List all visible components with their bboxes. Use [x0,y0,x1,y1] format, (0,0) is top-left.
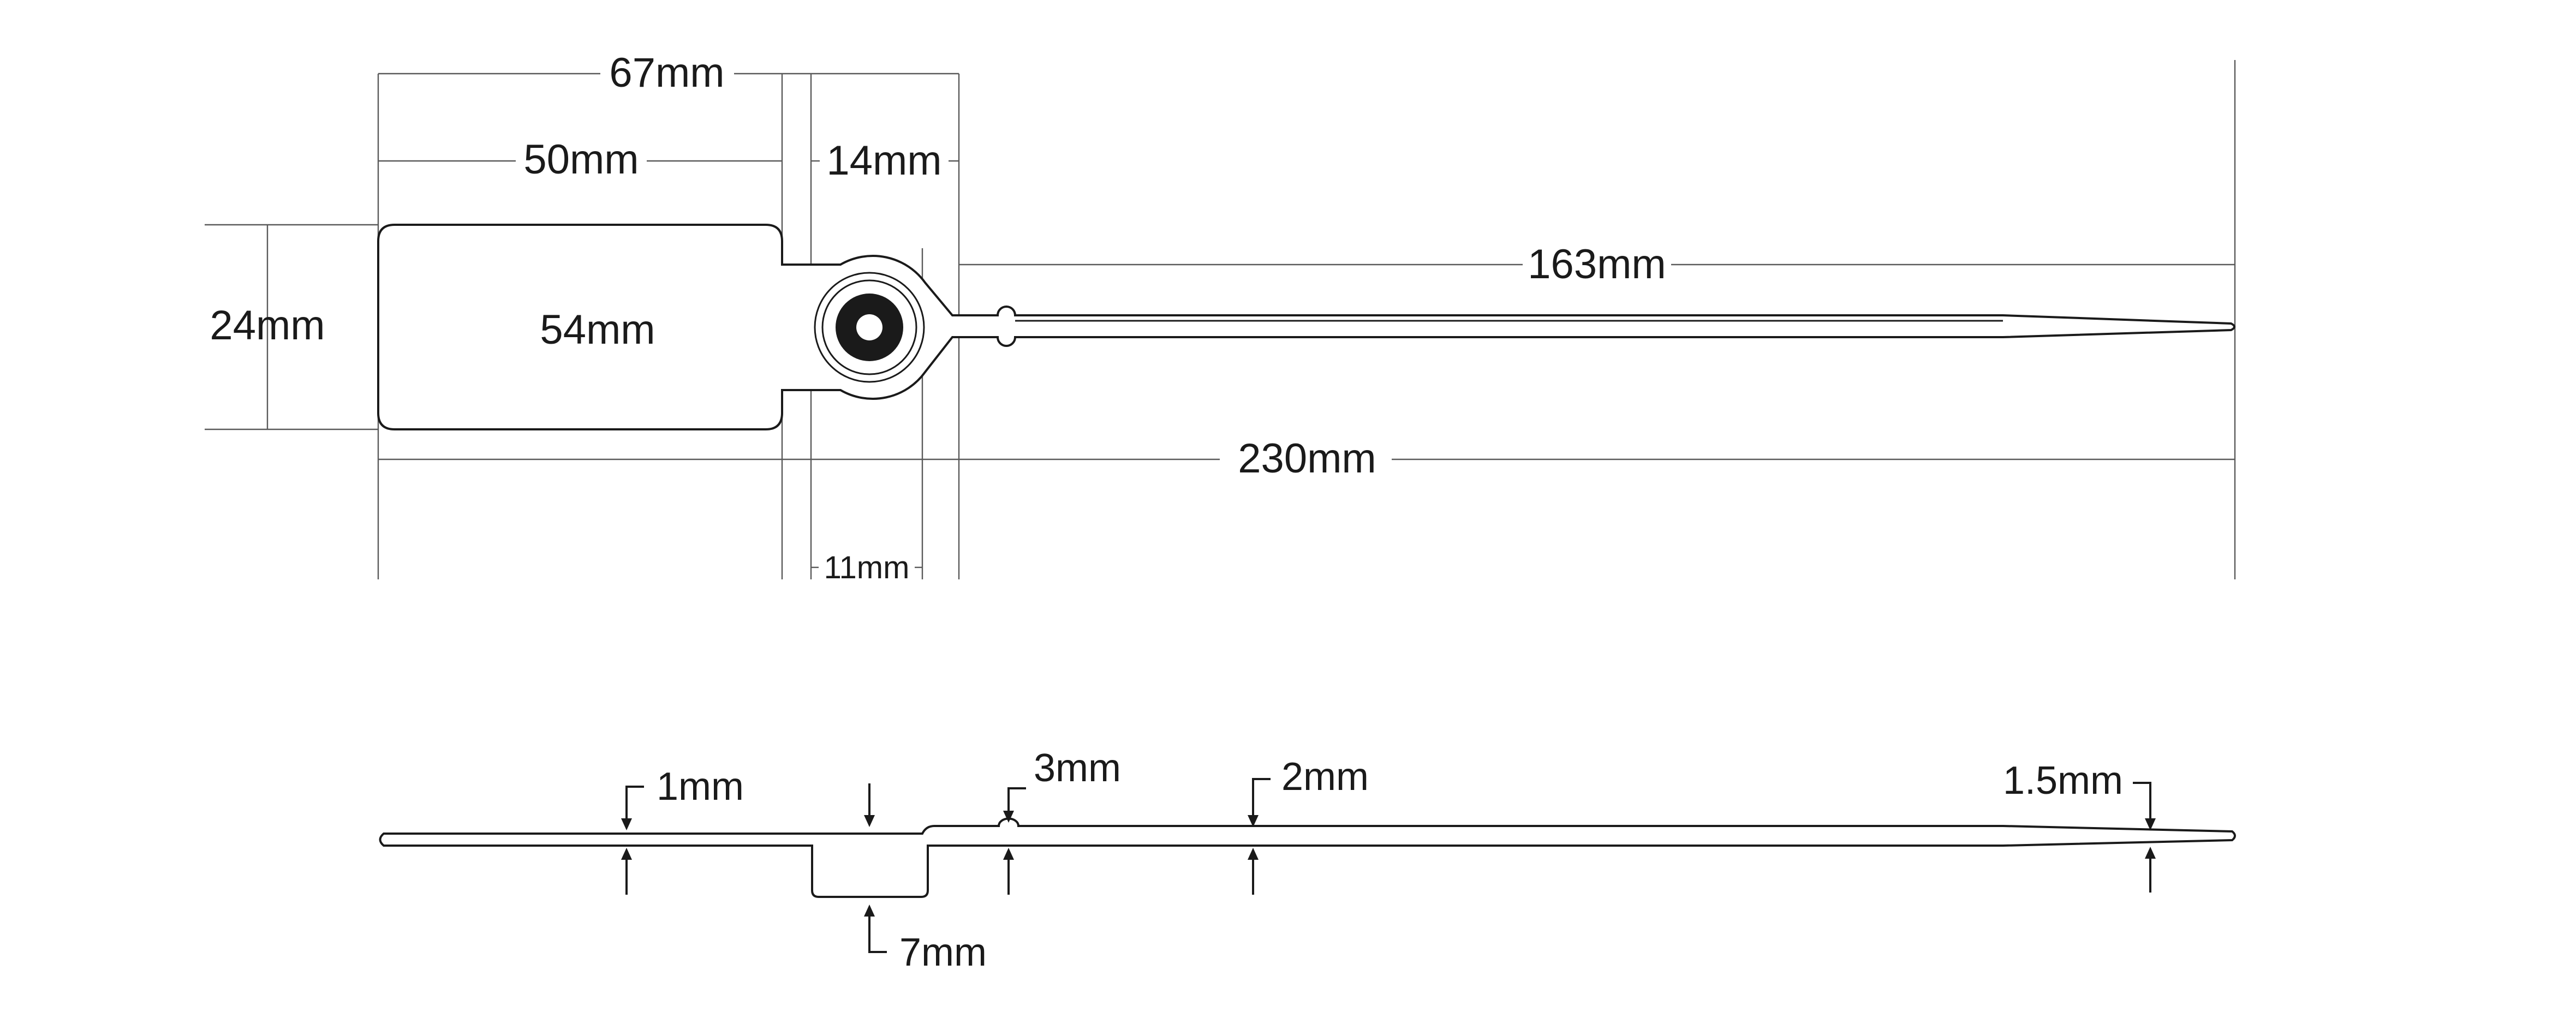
dim-label-50mm: 50mm [523,136,639,183]
dim-label-24mm: 24mm [210,302,325,349]
dim-label-14mm: 14mm [826,137,941,184]
dim-label-54mm: 54mm [540,307,655,353]
dim-label-1mm: 1mm [657,765,744,809]
side-view: 1mm 3mm 2mm 1.5mm 7mm [379,746,2236,974]
dim-label-230mm: 230mm [1238,435,1376,482]
seal-body-outline [377,224,2235,430]
hub-outer-ring [814,272,925,383]
dim-label-1-5mm: 1.5mm [2003,759,2123,803]
arrow-7mm-top [864,783,875,827]
arrow-2mm-top [1248,778,1271,827]
dim-label-7mm: 7mm [899,931,987,974]
arrow-1mm-top [621,786,644,830]
dim-label-67mm: 67mm [609,50,724,96]
dim-label-163mm: 163mm [1528,241,1666,288]
hub-hole [856,314,882,340]
arrow-3mm-top [1003,787,1026,823]
side-profile-outline [379,817,2236,898]
top-view: 67mm 50mm 14mm 163mm 24mm 54mm 230mm 11m… [205,50,2236,585]
arrow-1-5mm-bottom [2145,847,2156,893]
dim-label-11mm: 11mm [824,550,910,585]
hub-inner-ring [821,279,917,375]
dim-label-2mm: 2mm [1281,755,1369,799]
arrow-2mm-bottom [1248,848,1259,895]
dim-label-3mm: 3mm [1034,746,1121,790]
arrow-1mm-bottom [621,848,632,895]
arrow-1-5mm-top [2133,782,2156,830]
arrow-7mm-bottom [864,905,887,953]
arrow-3mm-bottom [1003,848,1014,895]
